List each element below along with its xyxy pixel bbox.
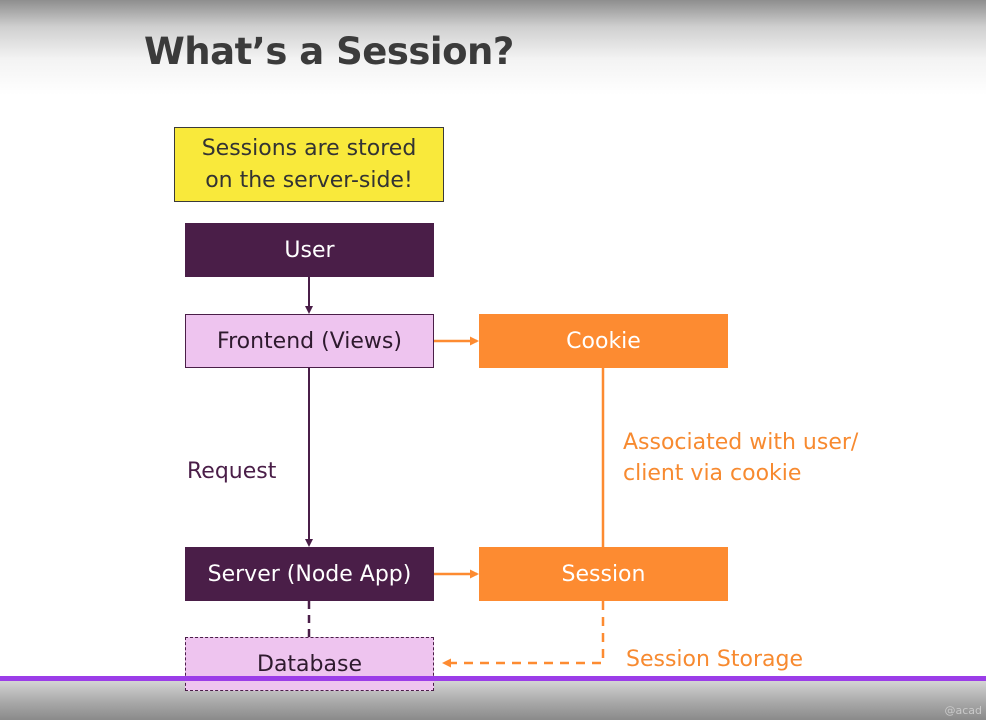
server-side-note: Sessions are stored on the server-side! [174, 127, 444, 202]
association-label-line-2: client via cookie [623, 461, 802, 486]
watermark: @acad [944, 704, 982, 717]
request-label: Request [187, 459, 277, 484]
cookie-node: Cookie [479, 314, 728, 368]
user-node-label: User [284, 237, 335, 263]
server-node-label: Server (Node App) [207, 561, 412, 587]
accent-line [0, 676, 986, 681]
session-to-database-dashed-arrow [442, 601, 605, 668]
slide-title: What’s a Session? [144, 30, 514, 73]
association-label-line-1: Associated with user/ [623, 430, 859, 455]
database-node: Database [185, 637, 434, 691]
association-label: Associated with user/ client via cookie [623, 427, 858, 489]
database-node-label: Database [257, 651, 362, 677]
session-storage-label: Session Storage [626, 647, 804, 672]
user-node: User [185, 223, 434, 277]
session-node: Session [479, 547, 728, 601]
top-gradient [0, 0, 986, 95]
note-line-1: Sessions are stored [201, 135, 417, 161]
session-node-label: Session [561, 561, 646, 587]
frontend-node-label: Frontend (Views) [217, 328, 402, 354]
bottom-gradient [0, 680, 986, 720]
note-line-2: on the server-side! [205, 167, 413, 193]
frontend-node: Frontend (Views) [185, 314, 434, 368]
server-node: Server (Node App) [185, 547, 434, 601]
cookie-node-label: Cookie [566, 328, 641, 354]
